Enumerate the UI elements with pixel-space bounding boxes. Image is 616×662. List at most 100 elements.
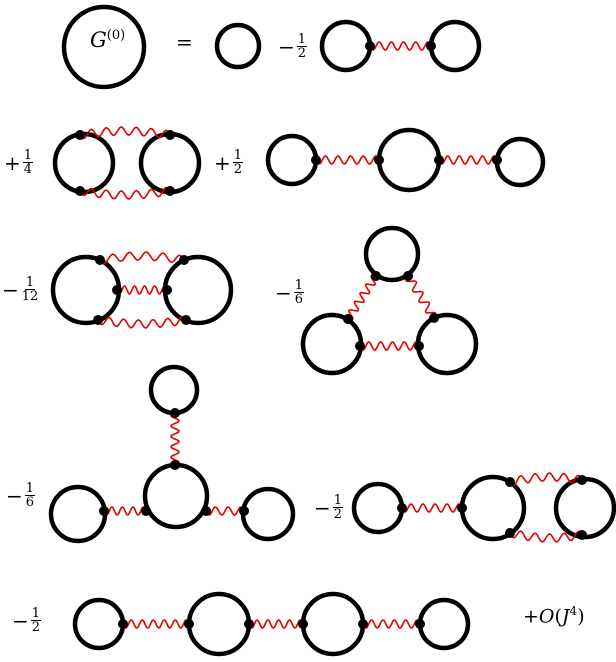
interaction-vertex <box>201 506 211 516</box>
equals-sign: = <box>176 30 193 54</box>
wavy-propagator <box>79 126 171 140</box>
wavy-propagator <box>362 619 421 629</box>
term8-loop-mid <box>459 474 527 542</box>
interaction-vertex <box>244 619 254 629</box>
interaction-vertex <box>184 619 194 629</box>
wavy-propagator <box>438 155 498 165</box>
coefficient-sign: − <box>2 277 19 302</box>
higher-order-term: +O(J4) <box>523 604 585 628</box>
wavy-propagator <box>509 530 583 543</box>
fraction-denominator: 2 <box>297 46 307 61</box>
term9-loop-1 <box>72 597 126 651</box>
interaction-vertex <box>577 530 587 540</box>
coefficient-sign: − <box>278 34 295 59</box>
interaction-vertex <box>426 41 436 51</box>
interaction-vertex <box>403 271 413 281</box>
term6-loop-left <box>300 312 364 376</box>
wavy-propagator <box>97 315 187 329</box>
wavy-propagator <box>405 275 437 319</box>
wavy-propagator <box>509 472 583 487</box>
order-prefix: + <box>523 605 539 628</box>
term8-loop-left <box>351 481 405 535</box>
wavy-propagator <box>401 503 463 513</box>
fraction-numerator: 1 <box>232 148 244 163</box>
coefficient-sign: − <box>275 280 292 305</box>
wavy-propagator <box>79 186 171 200</box>
wavy-propagator <box>359 341 420 351</box>
term6-loop-top <box>363 225 421 283</box>
interaction-vertex <box>170 460 180 470</box>
wavy-propagator <box>122 619 190 629</box>
wavy-propagator <box>205 506 245 516</box>
interaction-vertex <box>75 186 85 196</box>
fraction-denominator: 2 <box>31 620 41 635</box>
fraction-denominator: 12 <box>21 289 39 304</box>
coefficient-sign: + <box>214 150 231 175</box>
term5-loop-right <box>162 254 234 326</box>
interaction-vertex <box>141 506 151 516</box>
fraction-numerator: 1 <box>30 606 42 621</box>
wavy-propagator <box>315 155 380 165</box>
term5-loop-left <box>50 254 122 326</box>
interaction-vertex <box>93 315 103 325</box>
interaction-vertex <box>162 285 172 295</box>
term3-loop-right <box>138 131 202 195</box>
wavy-propagator <box>103 506 147 516</box>
vertex-layer <box>75 41 587 629</box>
interaction-vertex <box>112 285 122 295</box>
interaction-vertex <box>181 315 191 325</box>
interaction-vertex <box>170 408 180 418</box>
term2-loop-left <box>319 19 373 73</box>
interaction-vertex <box>239 506 249 516</box>
fraction-denominator: 6 <box>25 495 35 510</box>
fraction-denominator: 2 <box>233 162 243 177</box>
green-function-order: (0) <box>106 28 126 43</box>
wavy-propagator <box>170 412 180 466</box>
interaction-vertex <box>355 341 365 351</box>
term9-loop-3 <box>300 591 366 657</box>
fraction-numerator: 1 <box>332 493 344 508</box>
interaction-vertex <box>505 528 515 538</box>
interaction-vertex <box>429 313 439 323</box>
interaction-vertex <box>179 255 189 265</box>
interaction-vertex <box>505 477 515 487</box>
term8-loop-right <box>553 476 616 540</box>
interaction-vertex <box>99 506 109 516</box>
term9-loop-2 <box>186 591 252 657</box>
coefficient-sign: − <box>314 495 331 520</box>
interaction-vertex <box>397 503 407 513</box>
interaction-vertex <box>414 341 424 351</box>
wavy-propagator <box>347 274 377 321</box>
term7-loop-left <box>48 484 108 544</box>
green-function-symbol: G(0) <box>90 28 125 52</box>
wavy-propagator <box>99 251 185 265</box>
interaction-vertex <box>492 155 502 165</box>
interaction-vertex <box>358 619 368 629</box>
term4-loop-3 <box>494 136 546 188</box>
interaction-vertex <box>365 41 375 51</box>
green-function-letter: G <box>90 28 107 52</box>
wavy-propagator <box>369 41 432 51</box>
fraction-denominator: 2 <box>333 507 343 522</box>
term1-loop <box>214 22 262 70</box>
fraction-numerator: 1 <box>296 32 308 47</box>
interaction-vertex <box>118 619 128 629</box>
term7-loop-right <box>240 486 296 542</box>
coefficient-sign: − <box>12 608 29 633</box>
interaction-vertex <box>457 503 467 513</box>
term2-loop-right <box>428 19 482 73</box>
coefficient-sign: + <box>4 150 21 175</box>
fraction-numerator: 1 <box>24 481 36 496</box>
